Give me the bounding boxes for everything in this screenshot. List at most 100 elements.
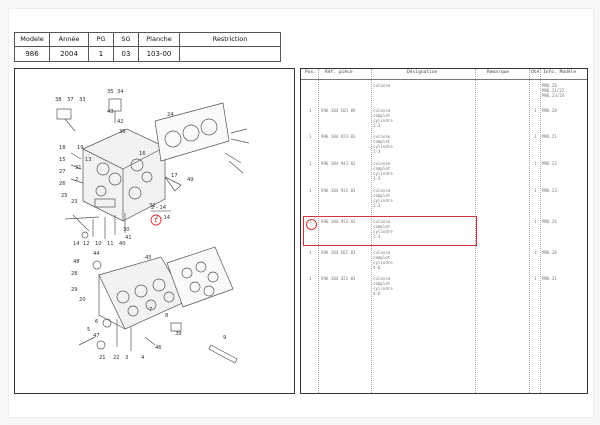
diagram-callout: 2 - 14 bbox=[155, 215, 171, 221]
diagram-callout: 6 bbox=[95, 319, 98, 325]
diagram-callout: 11 bbox=[107, 241, 114, 247]
header-value-modele: 986 bbox=[14, 46, 50, 62]
diagram-callout-selected: 1 bbox=[154, 218, 157, 224]
row-qty: 1 bbox=[534, 250, 537, 255]
column-header-designation: Désignation bbox=[407, 70, 438, 75]
diagram-callout: 39 bbox=[175, 331, 182, 337]
header-divider bbox=[301, 79, 587, 80]
row-designation-line: 1-3 bbox=[373, 176, 381, 181]
row-qty: 1 bbox=[534, 161, 537, 166]
row-qty: 1 bbox=[534, 108, 537, 113]
row-info: M96.20 bbox=[542, 108, 557, 113]
row-info: M96.20 M96.21/22 M96.23/24 bbox=[542, 83, 564, 98]
diagram-callout: 5 bbox=[87, 327, 90, 333]
column-header-pos: Pos. bbox=[305, 70, 317, 75]
row-designation-line: 1-3 bbox=[373, 234, 381, 239]
diagram-callout: 49 bbox=[187, 177, 194, 183]
diagram-callout: 22 bbox=[113, 355, 120, 361]
column-header-remarque: Remarque bbox=[487, 70, 510, 75]
row-designation-line: cylindre bbox=[373, 198, 393, 203]
exploded-diagram-panel: 38 37 33 35 34 24 43 42 36 18 15 27 26 2… bbox=[14, 68, 295, 394]
model-header-table: Modele Année PG SG Planche Restriction 9… bbox=[14, 32, 281, 62]
row-pos: 1 bbox=[309, 219, 312, 224]
diagram-callout: 28 bbox=[71, 271, 78, 277]
diagram-callout: 10 bbox=[95, 241, 102, 247]
row-qty: 1 bbox=[534, 134, 537, 139]
row-designation-line: 1-3 bbox=[373, 149, 381, 154]
diagram-callout: 40 bbox=[119, 241, 126, 247]
row-designation-line: complet bbox=[373, 113, 391, 118]
diagram-callout: 23 bbox=[71, 199, 78, 205]
diagram-callout: 3 bbox=[125, 355, 128, 361]
column-divider bbox=[529, 69, 530, 393]
diagram-callout: 26 bbox=[59, 181, 66, 187]
highlighted-part-marker: 1 bbox=[150, 210, 171, 226]
row-ref: 996 104 923 03 bbox=[321, 134, 356, 139]
row-pos: 1 bbox=[309, 161, 312, 166]
diagram-callout: 18 bbox=[59, 145, 66, 151]
row-designation: culasse complet cylindre 4-6 bbox=[373, 276, 393, 296]
header-label-pg: PG bbox=[88, 32, 114, 47]
diagram-callout: 19 bbox=[77, 145, 84, 151]
row-designation: culasse complet cylindre 1-3 bbox=[373, 188, 393, 208]
diagram-callout: 16 bbox=[139, 151, 146, 157]
row-ref: 996 104 933 03 bbox=[321, 188, 356, 193]
row-qty: 1 bbox=[534, 276, 537, 281]
row-designation: culasse complet cylindre 1-3 bbox=[373, 219, 393, 239]
row-ref: 996 104 423 03 bbox=[321, 276, 356, 281]
selected-position-circle bbox=[306, 219, 317, 230]
diagram-callout: 42 bbox=[117, 119, 124, 125]
row-designation-line: culasse bbox=[373, 108, 391, 113]
row-designation-line: complet bbox=[373, 139, 391, 144]
diagram-callout: 41 bbox=[125, 235, 132, 241]
column-divider bbox=[318, 69, 319, 393]
diagram-callout: 44 bbox=[93, 251, 100, 257]
row-designation-line: 4-6 bbox=[373, 265, 381, 270]
diagram-callout: 17 bbox=[171, 173, 178, 179]
header-value-planche: 103-00 bbox=[138, 46, 180, 62]
diagram-callout: 2 bbox=[75, 177, 78, 183]
diagram-callout: 29 bbox=[71, 287, 78, 293]
row-designation-line: culasse bbox=[373, 276, 391, 281]
diagram-callout: 48 bbox=[73, 259, 80, 265]
column-header-info: Info. Modèle bbox=[543, 70, 577, 75]
column-divider bbox=[371, 69, 372, 393]
diagram-callout-range: 2 - 14 bbox=[151, 205, 167, 211]
row-designation-line: complet bbox=[373, 166, 391, 171]
row-info: M96.24 bbox=[542, 219, 557, 224]
row-designation-line: complet bbox=[373, 255, 391, 260]
row-designation-line: culasse bbox=[373, 188, 391, 193]
diagram-callout: 4 bbox=[141, 355, 145, 361]
header-label-modele: Modele bbox=[14, 32, 50, 47]
column-header-qty: Qté bbox=[531, 70, 540, 75]
diagram-callout: 30 bbox=[123, 227, 130, 233]
row-designation-line: 1-3 bbox=[373, 123, 381, 128]
diagram-callout: 15 bbox=[59, 157, 66, 163]
row-designation-line: culasse bbox=[373, 134, 391, 139]
header-label-planche: Planche bbox=[138, 32, 180, 47]
row-designation-line: cylindre bbox=[373, 260, 393, 265]
row-ref: 996 104 943 03 bbox=[321, 161, 356, 166]
diagram-callout: 27 bbox=[59, 169, 66, 175]
row-designation-line: 4-6 bbox=[373, 291, 381, 296]
row-info: M96.21 bbox=[542, 134, 557, 139]
row-pos: 1 bbox=[309, 276, 312, 281]
diagram-callout: 8 bbox=[165, 313, 168, 319]
row-pos: 1 bbox=[309, 134, 312, 139]
row-designation: culasse complet cylindre 4-6 bbox=[373, 250, 393, 270]
diagram-callout: 12 bbox=[83, 241, 90, 247]
diagram-callout: 36 bbox=[119, 129, 126, 135]
row-pos: 1 bbox=[309, 250, 312, 255]
row-designation: culasse complet cylindre 1-3 bbox=[373, 108, 393, 128]
row-designation: culasse complet cylindre 1-3 bbox=[373, 161, 393, 181]
header-label-restriction: Restriction bbox=[179, 32, 281, 47]
diagram-callout: 20 bbox=[79, 297, 86, 303]
row-designation-line: culasse bbox=[373, 250, 391, 255]
diagram-callout: 25 bbox=[61, 193, 68, 199]
row-designation-line: 1-3 bbox=[373, 203, 381, 208]
row-designation-line: complet bbox=[373, 193, 391, 198]
row-info-line: M96.23/24 bbox=[542, 93, 565, 98]
row-designation-line: cylindre bbox=[373, 144, 393, 149]
diagram-callout: 21 bbox=[99, 355, 106, 361]
diagram-callout: 13 bbox=[85, 157, 92, 163]
